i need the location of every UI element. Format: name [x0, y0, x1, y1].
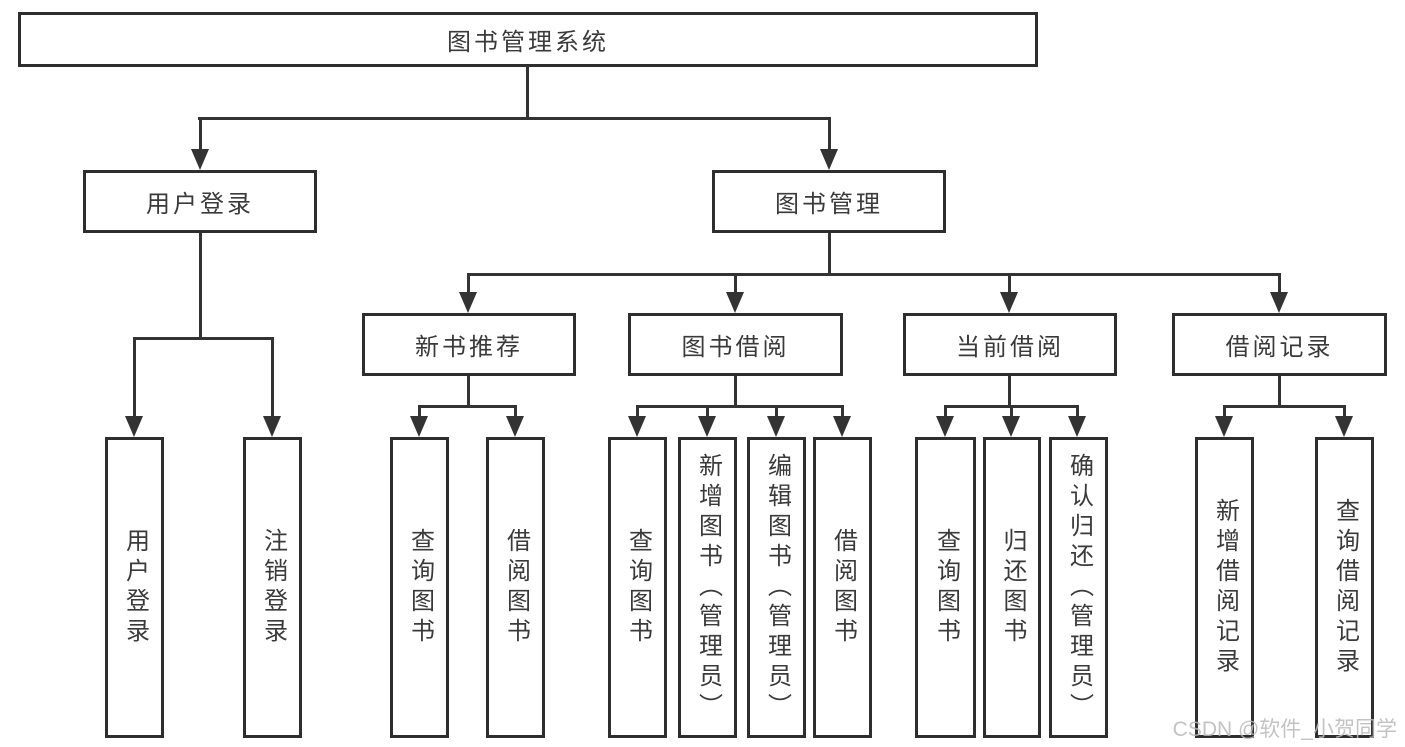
- connector-root-stem: [526, 66, 529, 117]
- node-bor-edit-book-label: 编辑图书（管理员）: [763, 452, 791, 723]
- node-bor-query-book-label: 查询图书: [624, 527, 652, 648]
- node-rec-borrow-book: 借阅图书: [486, 437, 545, 738]
- node-login: 用户登录: [105, 437, 164, 738]
- node-borrow-record-label: 借阅记录: [1225, 334, 1334, 361]
- connector-leaf: [418, 405, 421, 416]
- node-bor-add-book-label: 新增图书（管理员）: [694, 452, 722, 723]
- arrowhead: [833, 416, 851, 437]
- node-new-book-rec: 新书推荐: [362, 313, 576, 376]
- node-book-borrow: 图书借阅: [628, 313, 843, 376]
- connector-new-book-rec-split: [418, 405, 517, 408]
- node-logout: 注销登录: [243, 437, 302, 738]
- node-record-add-label: 新增借阅记录: [1211, 497, 1239, 678]
- connector-current-borrow-stem: [1008, 376, 1011, 405]
- node-login-label: 用户登录: [121, 527, 149, 648]
- node-book-borrow-label: 图书借阅: [681, 334, 790, 361]
- connector-leaf: [841, 405, 844, 416]
- arrowhead: [1002, 416, 1020, 437]
- csdn-watermark: CSDN @软件_小贺同学: [1172, 718, 1397, 741]
- node-record-query: 查询借阅记录: [1315, 437, 1374, 738]
- node-book-mgmt: 图书管理: [712, 170, 946, 233]
- connector-book-mgmt-split: [467, 273, 1280, 276]
- connector-to-logout: [271, 337, 274, 416]
- connector-to-book-borrow: [734, 273, 737, 292]
- connector-leaf: [514, 405, 517, 416]
- arrowhead: [767, 416, 785, 437]
- node-bor-borrow-book: 借阅图书: [813, 437, 872, 738]
- connector-root-split: [198, 117, 831, 120]
- connector-leaf: [775, 405, 778, 416]
- connector-to-current-borrow: [1008, 273, 1011, 292]
- arrowhead: [1068, 416, 1086, 437]
- arrowhead: [410, 416, 428, 437]
- connector-borrow-record-split: [1223, 405, 1345, 408]
- arrowhead: [506, 416, 524, 437]
- node-bor-add-book: 新增图书（管理员）: [678, 437, 737, 738]
- arrowhead: [125, 416, 143, 437]
- connector-new-book-rec-stem: [467, 376, 470, 405]
- node-borrow-record: 借阅记录: [1172, 313, 1387, 376]
- arrowhead: [1335, 416, 1353, 437]
- node-cur-confirm-return-label: 确认归还（管理员）: [1065, 452, 1093, 723]
- connector-to-book-mgmt: [828, 117, 831, 149]
- arrowhead: [191, 149, 209, 170]
- node-bor-borrow-book-label: 借阅图书: [829, 527, 857, 648]
- node-current-borrow-label: 当前借阅: [956, 334, 1064, 361]
- arrowhead: [459, 292, 477, 313]
- node-record-add: 新增借阅记录: [1195, 437, 1254, 738]
- connector-to-user-login: [199, 117, 202, 149]
- node-cur-confirm-return: 确认归还（管理员）: [1049, 437, 1108, 738]
- arrowhead: [1270, 292, 1288, 313]
- arrowhead: [628, 416, 646, 437]
- arrowhead: [820, 149, 838, 170]
- connector-to-new-book-rec: [467, 273, 470, 292]
- connector-leaf: [706, 405, 709, 416]
- node-book-mgmt-label: 图书管理: [775, 191, 883, 218]
- arrowhead: [263, 416, 281, 437]
- connector-leaf: [1076, 405, 1079, 416]
- node-rec-borrow-book-label: 借阅图书: [502, 527, 530, 648]
- node-root-label: 图书管理系统: [447, 29, 609, 56]
- node-cur-return-book: 归还图书: [983, 437, 1041, 738]
- node-record-query-label: 查询借阅记录: [1331, 497, 1359, 678]
- node-bor-query-book: 查询图书: [608, 437, 667, 738]
- node-root: 图书管理系统: [18, 12, 1038, 67]
- connector-to-borrow-record: [1278, 273, 1281, 292]
- connector-leaf: [1223, 405, 1226, 416]
- node-cur-query-book-label: 查询图书: [932, 527, 960, 648]
- arrowhead: [936, 416, 954, 437]
- node-rec-query-book-label: 查询图书: [406, 527, 434, 648]
- connector-user-login-stem: [199, 233, 202, 337]
- node-new-book-rec-label: 新书推荐: [415, 334, 523, 361]
- connector-book-borrow-split: [636, 405, 843, 408]
- connector-leaf: [944, 405, 947, 416]
- node-logout-label: 注销登录: [259, 527, 287, 648]
- connector-leaf: [1343, 405, 1346, 416]
- connector-leaf: [636, 405, 639, 416]
- connector-borrow-record-stem: [1278, 376, 1281, 405]
- node-rec-query-book: 查询图书: [390, 437, 449, 738]
- arrowhead: [698, 416, 716, 437]
- connector-book-mgmt-stem: [828, 233, 831, 273]
- node-cur-return-book-label: 归还图书: [999, 527, 1026, 648]
- node-user-login-label: 用户登录: [146, 191, 254, 218]
- arrowhead: [726, 292, 744, 313]
- node-current-borrow: 当前借阅: [903, 313, 1117, 376]
- node-user-login: 用户登录: [83, 170, 317, 233]
- node-cur-query-book: 查询图书: [915, 437, 976, 738]
- connector-user-login-split: [133, 337, 273, 340]
- connector-book-borrow-stem: [734, 376, 737, 405]
- arrowhead: [1215, 416, 1233, 437]
- node-bor-edit-book: 编辑图书（管理员）: [747, 437, 806, 738]
- connector-to-login: [133, 337, 136, 416]
- connector-leaf: [1010, 405, 1013, 416]
- arrowhead: [1000, 292, 1018, 313]
